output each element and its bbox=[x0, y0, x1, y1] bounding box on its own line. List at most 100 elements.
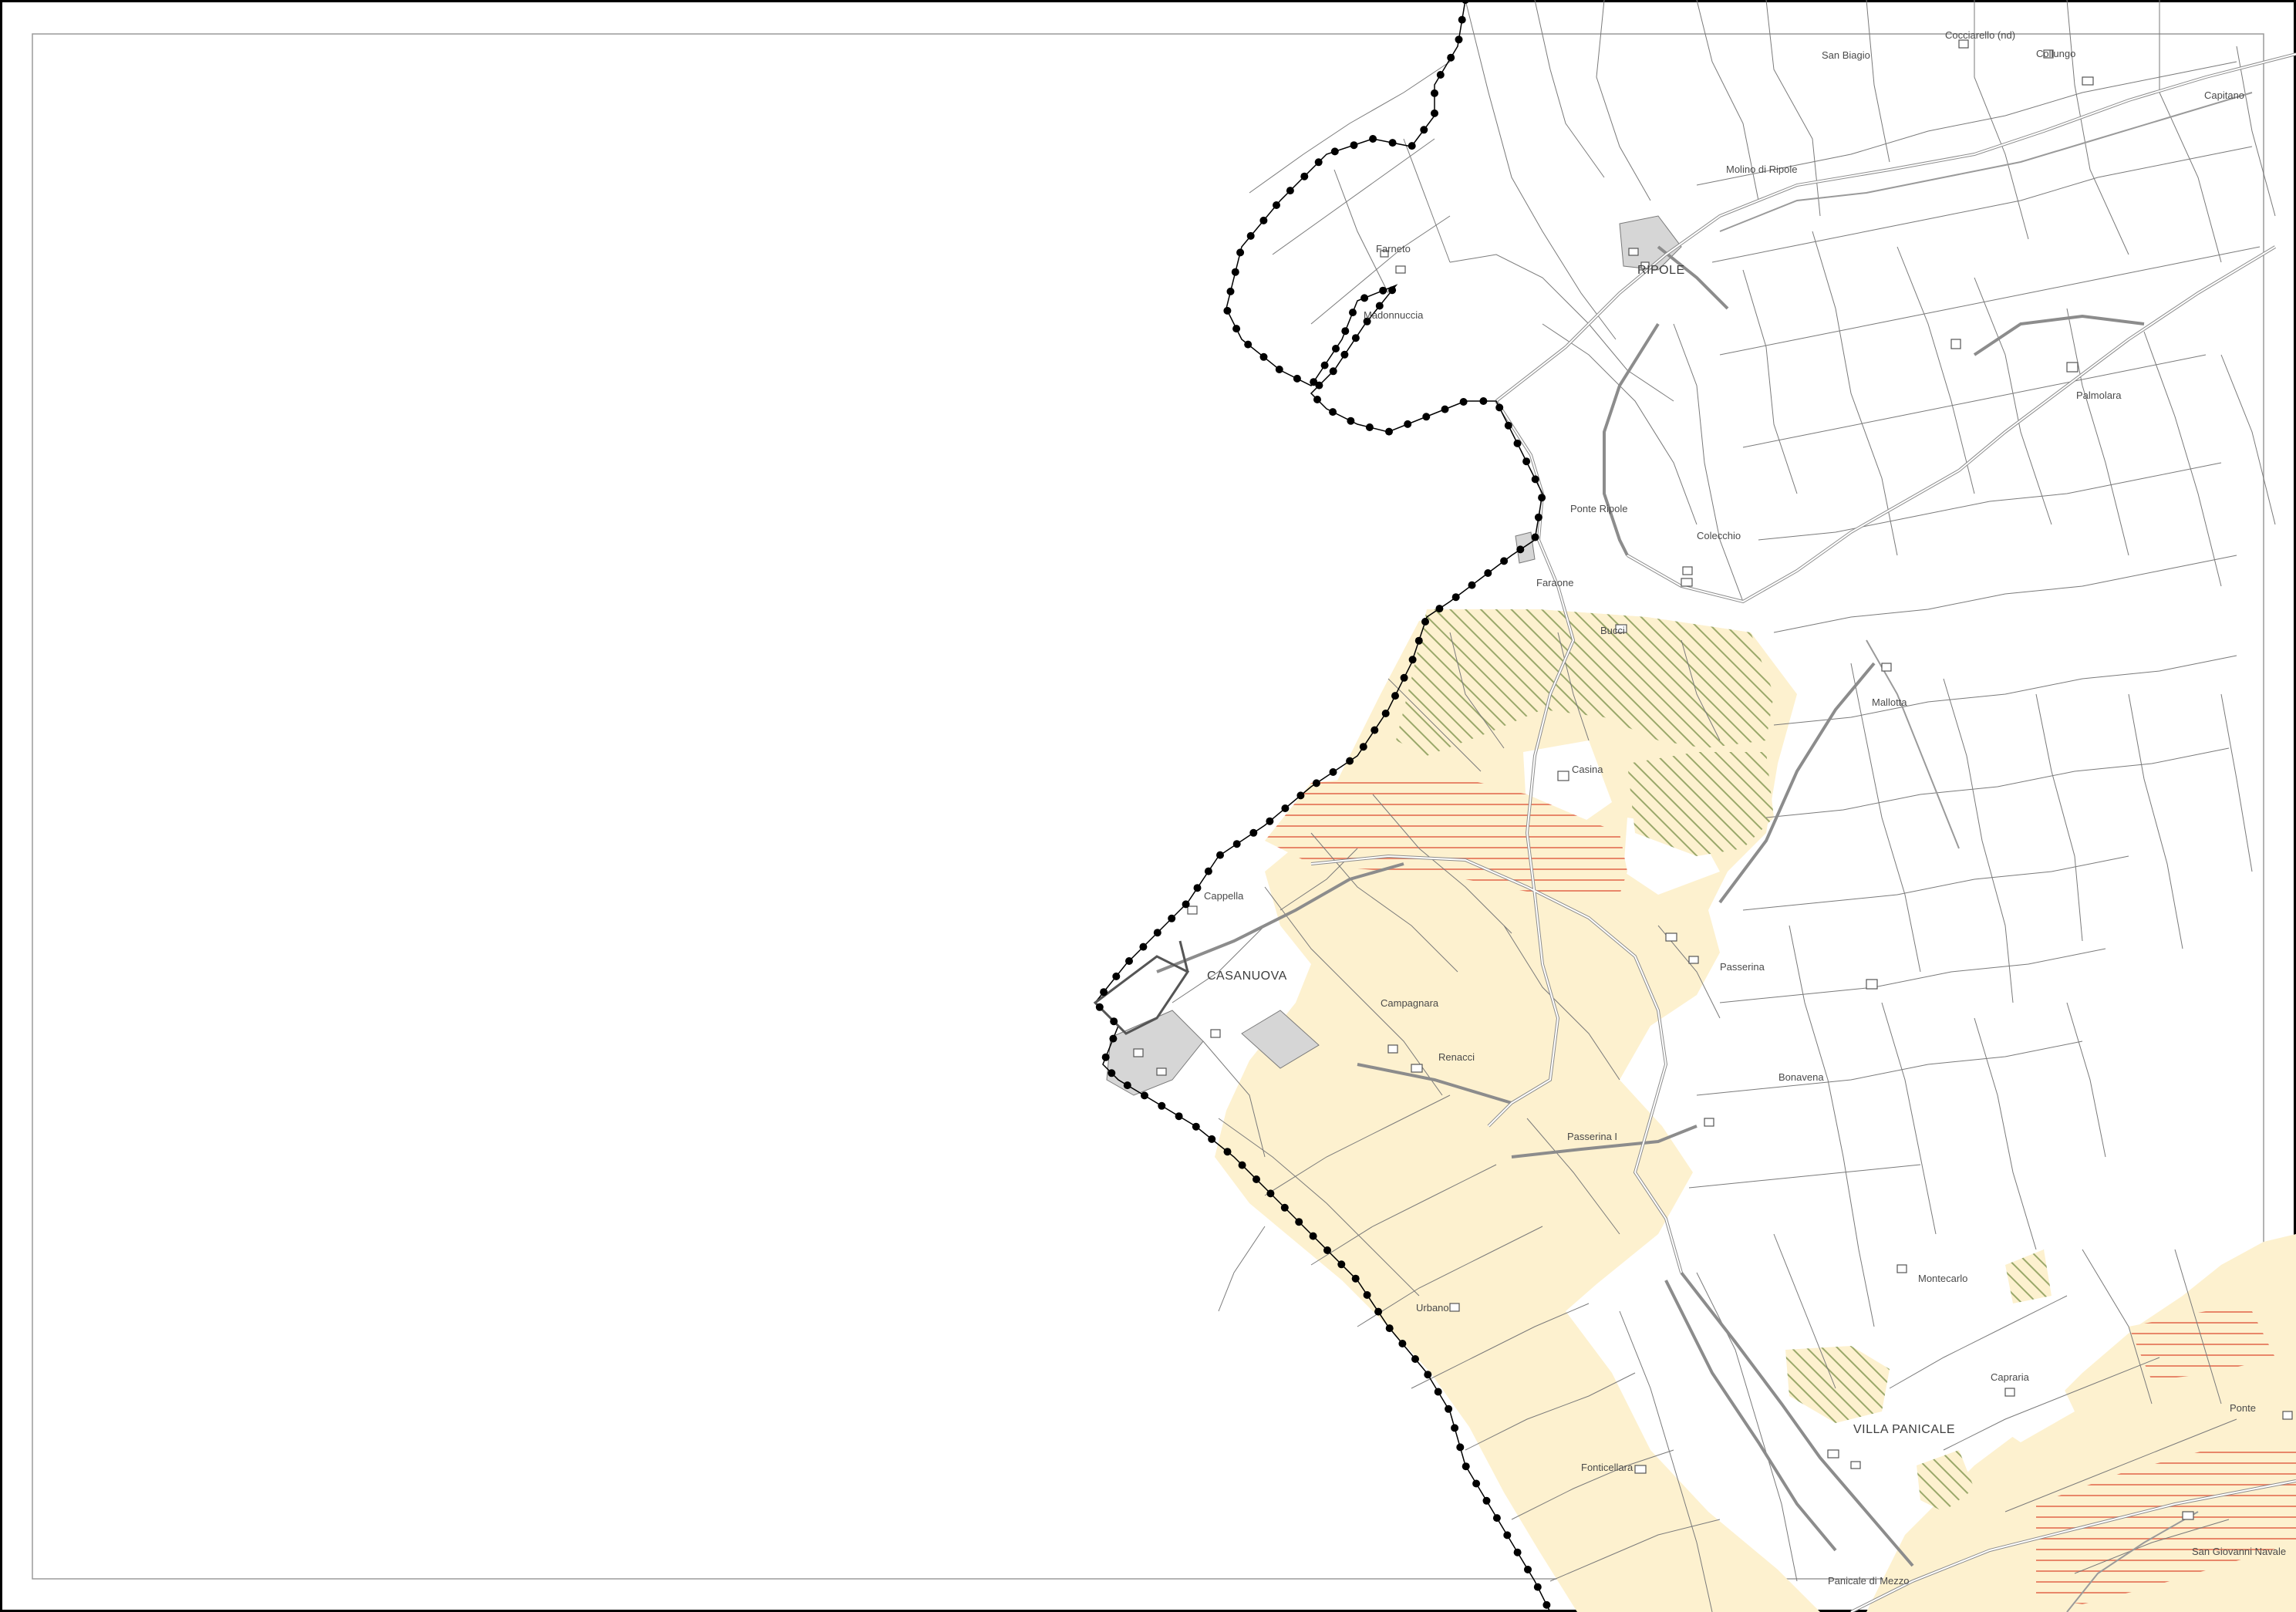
boundary-dot bbox=[1244, 340, 1253, 349]
place-label-palmolara: Palmolara bbox=[2076, 390, 2122, 401]
boundary-dot bbox=[1369, 135, 1377, 143]
place-label-bucci: Bucci bbox=[1600, 625, 1625, 636]
hatch-green-south bbox=[1785, 1346, 1890, 1423]
boundary-dot bbox=[1404, 420, 1412, 428]
boundary-dot bbox=[1153, 929, 1161, 937]
boundary-dot bbox=[1182, 900, 1190, 909]
boundary-dot bbox=[1538, 494, 1546, 502]
boundary-dot bbox=[1226, 287, 1235, 295]
boundary-dot bbox=[1158, 1101, 1166, 1110]
boundary-dot bbox=[1374, 1307, 1383, 1316]
boundary-dot bbox=[1524, 1566, 1532, 1573]
place-labels: RIPOLE CASANUOVA VILLA PANICALE Cocciare… bbox=[1204, 29, 2286, 1587]
boundary-dot bbox=[1360, 294, 1369, 302]
boundary-dot bbox=[1141, 1091, 1148, 1100]
boundary-dot bbox=[1236, 248, 1245, 257]
boundary-dot bbox=[1365, 423, 1374, 431]
hatch-red-east bbox=[2036, 1442, 2296, 1604]
boundary-dot bbox=[1329, 768, 1337, 776]
boundary-dot bbox=[1309, 1232, 1317, 1240]
boundary-dot bbox=[1314, 158, 1323, 167]
boundary-dot bbox=[1193, 884, 1202, 892]
boundary-dot bbox=[1371, 726, 1379, 734]
boundary-dot bbox=[1168, 914, 1176, 922]
boundary-dot bbox=[1434, 1388, 1442, 1396]
boundary-dot bbox=[1296, 791, 1305, 800]
hatch-green-far-east bbox=[2005, 1249, 2052, 1303]
boundary-dot bbox=[1109, 1034, 1118, 1043]
boundary-dot bbox=[1424, 1371, 1432, 1379]
place-label-san-giovanni-navale: San Giovanni Navale bbox=[2192, 1546, 2286, 1557]
place-label-urbano: Urbano bbox=[1416, 1302, 1449, 1314]
boundary-dot bbox=[1275, 366, 1283, 373]
boundary-dot bbox=[1332, 345, 1340, 352]
boundary-dot bbox=[1459, 398, 1468, 406]
boundary-dot bbox=[1108, 1069, 1116, 1077]
boundary-dot bbox=[1447, 53, 1455, 62]
boundary-dot bbox=[1346, 757, 1354, 765]
place-label-bonavena: Bonavena bbox=[1778, 1071, 1824, 1083]
boundary-dot bbox=[1112, 972, 1121, 980]
boundary-dot bbox=[1293, 374, 1301, 383]
boundary-dot bbox=[1329, 367, 1337, 376]
boundary-dot bbox=[1341, 327, 1350, 336]
boundary-dot bbox=[1531, 475, 1539, 484]
boundary-dot bbox=[1300, 172, 1309, 180]
boundary-dot bbox=[1231, 268, 1239, 276]
roads-inner bbox=[1310, 53, 2296, 1612]
hatch-green-se bbox=[1917, 1450, 1974, 1512]
boundary-dot bbox=[1421, 618, 1429, 626]
boundary-dot bbox=[1253, 1175, 1260, 1183]
boundary-dot bbox=[1495, 403, 1504, 412]
boundary-dot bbox=[1223, 306, 1232, 315]
boundary-dot bbox=[1125, 957, 1133, 965]
boundary-dot bbox=[1208, 1135, 1216, 1143]
boundary-dot bbox=[1531, 533, 1539, 541]
boundary-dot bbox=[1330, 147, 1339, 156]
place-label-ponte-ripole: Ponte Ripole bbox=[1570, 503, 1627, 514]
boundary-dot bbox=[1238, 1161, 1246, 1169]
boundary-dot bbox=[1101, 1053, 1110, 1061]
hatch-red-west bbox=[1265, 775, 1627, 895]
boundary-dot bbox=[1139, 943, 1148, 951]
boundary-dot bbox=[1375, 302, 1384, 310]
place-label-passerina-i: Passerina I bbox=[1567, 1131, 1617, 1142]
boundary-dot bbox=[1363, 317, 1371, 325]
boundary-dot bbox=[1337, 1260, 1346, 1269]
boundary-dot bbox=[1363, 1291, 1371, 1299]
boundary-dot bbox=[1456, 1443, 1465, 1452]
boundary-dot bbox=[1351, 334, 1360, 342]
boundary-dot bbox=[1398, 1340, 1407, 1347]
boundary-dot bbox=[1435, 605, 1444, 613]
place-label-montecarlo: Montecarlo bbox=[1918, 1273, 1967, 1284]
boundary-dot bbox=[1436, 71, 1445, 79]
place-label-colecchio: Colecchio bbox=[1697, 530, 1741, 541]
place-label-cappella: Cappella bbox=[1204, 890, 1244, 902]
place-label-capraria: Capraria bbox=[1991, 1371, 2030, 1383]
boundary-dot bbox=[1347, 416, 1355, 425]
boundary-dot bbox=[1110, 1017, 1118, 1026]
boundary-dot bbox=[1492, 1514, 1501, 1523]
boundary-dot bbox=[1455, 35, 1463, 44]
boundary-dot bbox=[1503, 1531, 1512, 1539]
place-label-ponte: Ponte bbox=[2230, 1402, 2256, 1414]
boundary-dot bbox=[1533, 1583, 1542, 1591]
boundary-dot bbox=[1468, 581, 1476, 589]
boundary-dot bbox=[1458, 15, 1466, 24]
boundary-dot bbox=[1175, 1112, 1183, 1121]
boundary-dot bbox=[1312, 779, 1320, 787]
boundary-dot bbox=[1431, 89, 1438, 97]
boundary-dot bbox=[1513, 439, 1522, 447]
inner-frame bbox=[32, 33, 2264, 1580]
boundary-dot bbox=[1420, 126, 1428, 134]
place-label-passerina: Passerina bbox=[1720, 961, 1765, 973]
boundary-dot bbox=[1451, 593, 1460, 602]
boundary-dot bbox=[1123, 1081, 1131, 1090]
boundary-dot bbox=[1329, 408, 1337, 416]
place-label-casina: Casina bbox=[1572, 764, 1603, 775]
boundary-dot bbox=[1388, 139, 1397, 147]
boundary-dot bbox=[1522, 457, 1531, 466]
